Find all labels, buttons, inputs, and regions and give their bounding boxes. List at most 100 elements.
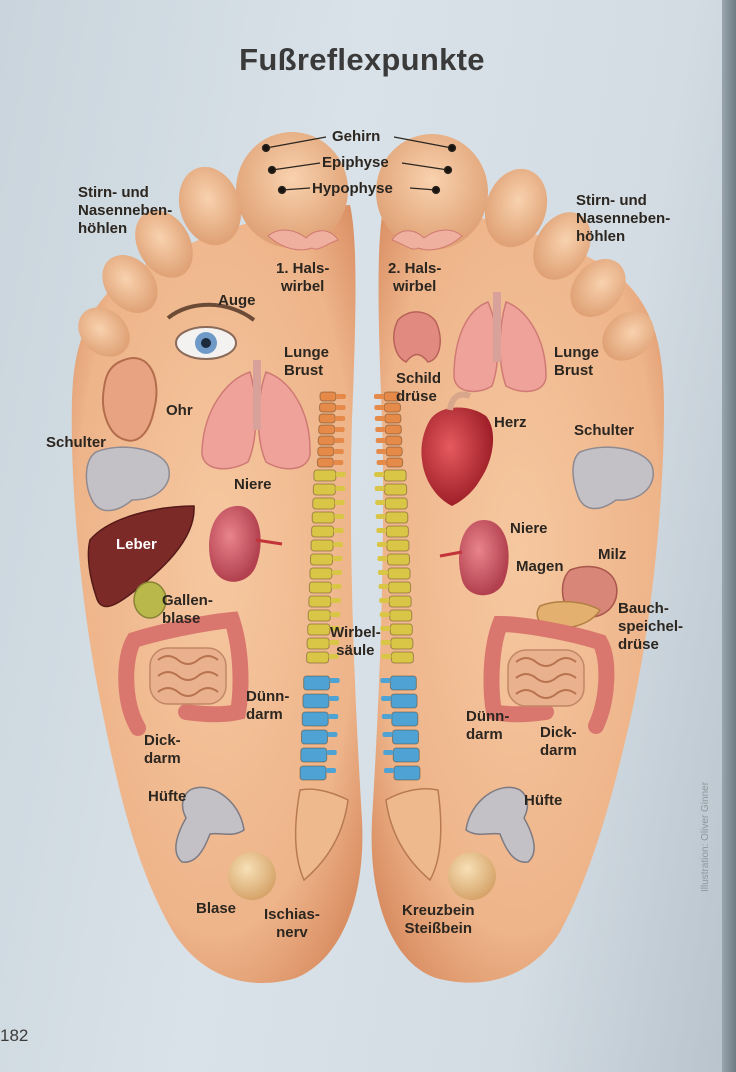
left-spine (299, 391, 346, 781)
vertebra-process (378, 570, 389, 575)
label-wirbelsaeule: Wirbel-säule (330, 624, 381, 659)
vertebra (311, 525, 335, 538)
vertebra (300, 729, 328, 745)
vertebra (299, 765, 327, 781)
label-milz: Milz (598, 546, 627, 563)
right-toe-4 (570, 259, 626, 317)
vertebra (319, 402, 337, 413)
label-leber: Leber (116, 536, 157, 553)
vertebra (303, 675, 331, 691)
vertebra-process (375, 427, 386, 432)
label-dickdarm-left: Dick-darm (144, 732, 181, 767)
vertebra-process (382, 732, 393, 737)
vertebra-process (374, 405, 385, 410)
vertebra (317, 446, 335, 457)
vertebra-process (327, 732, 338, 737)
label-hals-left: 1. Hals-wirbel (276, 260, 330, 295)
book-page-edge (722, 0, 736, 1072)
vertebra-process (332, 556, 343, 561)
vertebra (386, 553, 410, 566)
vertebra (316, 457, 334, 468)
vertebra-process (331, 584, 342, 589)
vertebra (390, 651, 414, 664)
left-kidney (209, 505, 261, 582)
vertebra (309, 567, 333, 580)
vertebra-process (376, 528, 387, 533)
right-small-intestine (507, 649, 585, 707)
label-auge: Auge (218, 292, 256, 309)
vertebra (312, 483, 336, 496)
vertebra (388, 595, 412, 608)
label-huefte-right: Hüfte (524, 792, 563, 809)
label-huefte-left: Hüfte (148, 788, 187, 805)
vertebra (317, 435, 335, 446)
right-shoulder (572, 446, 654, 510)
vertebra (390, 637, 414, 650)
left-foot (71, 132, 363, 984)
vertebra (307, 609, 331, 622)
vertebra-process (375, 438, 386, 443)
right-large-intestine (483, 615, 615, 734)
right-hip-bone (465, 786, 535, 863)
vertebra (393, 765, 421, 781)
vertebra-process (374, 486, 385, 491)
vertebra (389, 675, 417, 691)
vertebra (311, 511, 335, 524)
left-big-toe (236, 132, 348, 248)
vertebra (389, 623, 413, 636)
leader-lines (261, 136, 457, 195)
vertebra (385, 435, 403, 446)
right-spine (374, 391, 421, 781)
vertebra-process (333, 460, 344, 465)
label-gehirn: Gehirn (332, 128, 381, 145)
vertebra-process (329, 640, 340, 645)
heart (421, 407, 494, 506)
vertebra-process (333, 542, 344, 547)
label-niere-right: Niere (510, 520, 548, 537)
label-blase: Blase (196, 900, 237, 917)
vertebra-process (376, 449, 387, 454)
vertebra-process (376, 542, 387, 547)
left-large-intestine (118, 611, 249, 736)
vertebra-process (328, 654, 339, 659)
vertebra (308, 595, 332, 608)
vertebra (392, 747, 420, 763)
gallbladder (133, 581, 167, 619)
vertebra-process (379, 598, 390, 603)
right-kidney (458, 520, 509, 596)
vertebra-process (375, 500, 386, 505)
vertebra-process (335, 416, 346, 421)
ear-icon (102, 357, 158, 442)
vertebra-process (334, 500, 345, 505)
label-duenndarm-left: Dünn-darm (246, 688, 290, 723)
right-toe-3 (533, 212, 591, 280)
vertebra (383, 469, 407, 482)
label-herz: Herz (494, 414, 527, 431)
left-toe-3 (135, 210, 193, 278)
vertebra-process (333, 449, 344, 454)
vertebra-process (335, 486, 346, 491)
right-neck-vertebra (391, 229, 463, 251)
label-ohr: Ohr (166, 402, 193, 419)
vertebra (388, 581, 412, 594)
vertebra (384, 497, 408, 510)
left-sacrum (294, 788, 349, 882)
vertebra (384, 483, 408, 496)
vertebra (385, 511, 409, 524)
vertebra (313, 469, 337, 482)
label-magen: Magen (516, 558, 564, 575)
label-schulter-right: Schulter (574, 422, 635, 439)
bladder (228, 852, 276, 900)
vertebra (384, 413, 402, 424)
vertebra (302, 693, 330, 709)
vertebra-process (335, 405, 346, 410)
vertebra (386, 457, 404, 468)
vertebra-process (383, 768, 394, 773)
vertebra-process (374, 394, 384, 399)
right-pelvic-organ (448, 852, 496, 900)
